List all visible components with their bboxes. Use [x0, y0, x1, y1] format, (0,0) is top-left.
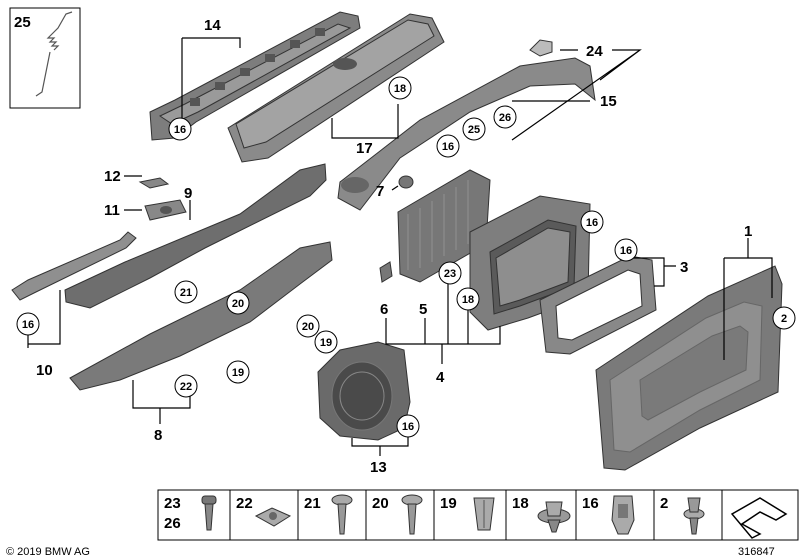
svg-text:20: 20 — [232, 298, 244, 310]
legend-label-2: 2 — [660, 495, 668, 512]
legend-label-21: 21 — [304, 495, 321, 512]
label-15: 15 — [600, 93, 617, 110]
legend-item-2[interactable]: 2 — [660, 495, 705, 535]
plug-screw-icon — [201, 495, 217, 531]
callout-16-cover[interactable]: 16 — [16, 312, 40, 336]
fastener-legend: 23 26 22 21 20 — [157, 489, 799, 541]
legend-label-26: 26 — [164, 515, 181, 532]
svg-text:19: 19 — [232, 367, 244, 379]
legend-label-19: 19 — [440, 495, 457, 512]
svg-text:26: 26 — [499, 112, 511, 124]
callout-19-panel[interactable]: 19 — [226, 360, 250, 384]
callout-22[interactable]: 22 — [174, 374, 198, 398]
spring-icon — [35, 11, 73, 97]
part-labels: 14 24 15 17 12 11 9 10 8 13 7 6 5 4 3 1 — [36, 17, 752, 476]
callout-2[interactable]: 2 — [772, 306, 796, 330]
label-11: 11 — [104, 202, 120, 219]
svg-text:22: 22 — [180, 381, 192, 393]
svg-text:16: 16 — [620, 245, 632, 257]
label-7: 7 — [376, 183, 384, 200]
callout-20-side[interactable]: 20 — [296, 314, 320, 338]
svg-text:16: 16 — [22, 319, 34, 331]
legend-label-18: 18 — [512, 495, 529, 512]
leader-lines — [27, 37, 773, 456]
label-6: 6 — [380, 301, 388, 318]
part-15-trim[interactable] — [337, 39, 596, 211]
legend-label-16: 16 — [582, 495, 599, 512]
label-17: 17 — [356, 140, 373, 157]
part-7-plug[interactable] — [398, 175, 414, 189]
legend-item-16[interactable]: 16 — [582, 495, 635, 535]
legend-label-20: 20 — [372, 495, 389, 512]
part-17-shelf[interactable] — [227, 13, 445, 163]
part-13-side-panel[interactable] — [317, 341, 411, 441]
label-10: 10 — [36, 362, 53, 379]
svg-text:18: 18 — [462, 294, 474, 306]
legend-item-21[interactable]: 21 — [304, 494, 353, 535]
callout-16-trim[interactable]: 16 — [436, 134, 460, 158]
part-8-panel[interactable] — [69, 241, 333, 391]
callout-16-frame[interactable]: 16 — [580, 210, 604, 234]
svg-text:16: 16 — [586, 217, 598, 229]
label-3: 3 — [680, 259, 688, 276]
callout-23[interactable]: 23 — [438, 261, 462, 285]
svg-text:16: 16 — [402, 421, 414, 433]
svg-text:20: 20 — [302, 321, 314, 333]
label-14: 14 — [204, 17, 221, 34]
trim-clip-icon — [611, 495, 635, 535]
svg-text:16: 16 — [174, 124, 186, 136]
callout-18-shelf[interactable]: 18 — [388, 76, 412, 100]
part-9-panel[interactable] — [64, 163, 327, 309]
svg-text:2: 2 — [781, 313, 787, 325]
label-5: 5 — [419, 301, 427, 318]
svg-text:18: 18 — [394, 83, 406, 95]
callout-21[interactable]: 21 — [174, 280, 198, 304]
label-8: 8 — [154, 427, 162, 444]
callout-26[interactable]: 26 — [493, 105, 517, 129]
svg-text:19: 19 — [320, 337, 332, 349]
spring-nut-icon — [254, 507, 292, 527]
flat-screw-icon — [401, 494, 423, 535]
legend-item-20[interactable]: 20 — [372, 494, 423, 535]
callout-18-frame[interactable]: 18 — [456, 287, 480, 311]
copyright-text: © 2019 BMW AG — [6, 546, 90, 558]
callout-19-side[interactable]: 19 — [314, 330, 338, 354]
callout-16-rail[interactable]: 16 — [168, 117, 192, 141]
legend-item-18[interactable]: 18 — [512, 495, 571, 533]
part-10-cover[interactable] — [11, 231, 137, 301]
part-12-cap[interactable] — [138, 177, 170, 189]
callout-16-side[interactable]: 16 — [396, 414, 420, 438]
label-13: 13 — [370, 459, 387, 476]
legend-label-22: 22 — [236, 495, 253, 512]
rivet-icon — [683, 497, 705, 535]
label-12: 12 — [104, 168, 121, 185]
callout-20-panel[interactable]: 20 — [226, 291, 250, 315]
legend-item-23-26[interactable]: 23 26 — [164, 495, 217, 532]
diagram-number: 316847 — [738, 546, 775, 558]
part-6-clip[interactable] — [379, 261, 393, 283]
svg-text:25: 25 — [468, 124, 480, 136]
label-4: 4 — [436, 369, 445, 386]
label-9: 9 — [184, 185, 192, 202]
clip-grommet-icon — [537, 501, 571, 533]
svg-text:23: 23 — [444, 268, 456, 280]
label-1: 1 — [744, 223, 752, 240]
callout-16-bezel[interactable]: 16 — [614, 238, 638, 262]
legend-item-19[interactable]: 19 — [440, 495, 495, 531]
label-25: 25 — [14, 14, 31, 31]
label-24: 24 — [586, 43, 603, 60]
legend-item-22[interactable]: 22 — [236, 495, 292, 527]
svg-text:21: 21 — [180, 287, 192, 299]
callouts: 16 18 26 25 16 16 21 20 — [16, 76, 796, 438]
part-11-bracket[interactable] — [144, 199, 187, 221]
svg-text:16: 16 — [442, 141, 454, 153]
page-arrow-icon — [730, 497, 788, 539]
inset-spring-25: 25 — [9, 7, 81, 109]
callout-25[interactable]: 25 — [462, 117, 486, 141]
expanding-nut-icon — [473, 497, 495, 531]
hex-screw-icon — [331, 494, 353, 535]
legend-label-23: 23 — [164, 495, 181, 512]
